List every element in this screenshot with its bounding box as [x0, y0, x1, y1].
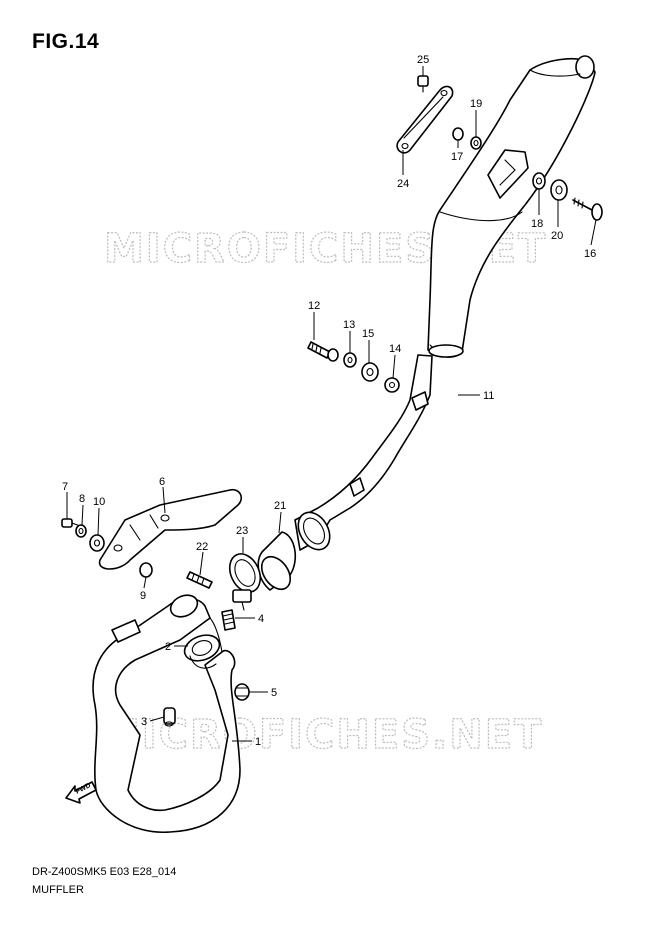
callout-15: 15 — [362, 328, 374, 340]
collar-20 — [550, 179, 568, 201]
callout-3: 3 — [141, 716, 147, 728]
washer-19 — [470, 136, 482, 150]
callout-19: 19 — [470, 98, 482, 110]
callout-labels: 25 19 17 24 18 20 16 12 13 15 14 11 7 8 … — [62, 54, 596, 748]
muffler-assembly — [294, 55, 596, 551]
washer-8 — [75, 524, 87, 538]
callout-22: 22 — [196, 541, 208, 553]
bolt-22 — [186, 571, 213, 589]
section-name: MUFFLER — [32, 884, 84, 896]
figure-title: FIG.14 — [32, 30, 100, 53]
gasket-21 — [257, 531, 297, 591]
callout-13: 13 — [343, 319, 355, 331]
hanger-bracket — [396, 85, 454, 154]
callout-6: 6 — [159, 476, 165, 488]
muffler-bracket — [98, 488, 242, 570]
callout-21: 21 — [274, 500, 286, 512]
leader-lines — [66, 66, 597, 742]
stud-4 — [221, 609, 236, 631]
nut-5 — [234, 683, 250, 701]
bolt-16 — [572, 197, 603, 221]
callout-2: 2 — [165, 641, 171, 653]
washer-13 — [343, 352, 357, 368]
collar-15 — [361, 362, 379, 382]
callout-8: 8 — [79, 493, 85, 505]
bolt-12 — [307, 341, 339, 362]
callout-7: 7 — [62, 481, 68, 493]
callout-16: 16 — [584, 248, 596, 260]
callout-11: 11 — [483, 390, 494, 402]
cushion-14 — [384, 377, 400, 393]
callout-17: 17 — [451, 151, 463, 163]
callout-14: 14 — [389, 343, 401, 355]
washer-18 — [532, 172, 546, 190]
bolt-25 — [417, 75, 429, 93]
forward-arrow-icon: FWD — [65, 781, 97, 804]
clamp-23 — [228, 553, 262, 611]
callout-12: 12 — [308, 300, 320, 312]
callout-20: 20 — [551, 230, 563, 242]
callout-10: 10 — [93, 496, 105, 508]
callout-5: 5 — [271, 687, 277, 699]
callout-24: 24 — [397, 178, 409, 190]
callout-18: 18 — [531, 218, 543, 230]
callout-25: 25 — [417, 54, 429, 66]
exhaust-pipe — [92, 594, 241, 833]
callout-23: 23 — [236, 525, 248, 537]
cushion-10 — [89, 534, 105, 552]
callout-4: 4 — [258, 613, 264, 625]
callout-1: 1 — [255, 736, 261, 748]
collar-9 — [139, 562, 153, 578]
nut-17 — [452, 127, 464, 141]
bolt-3 — [163, 707, 176, 727]
diagram-code: DR-Z400SMK5 E03 E28_014 — [32, 866, 177, 878]
callout-9: 9 — [140, 590, 146, 602]
